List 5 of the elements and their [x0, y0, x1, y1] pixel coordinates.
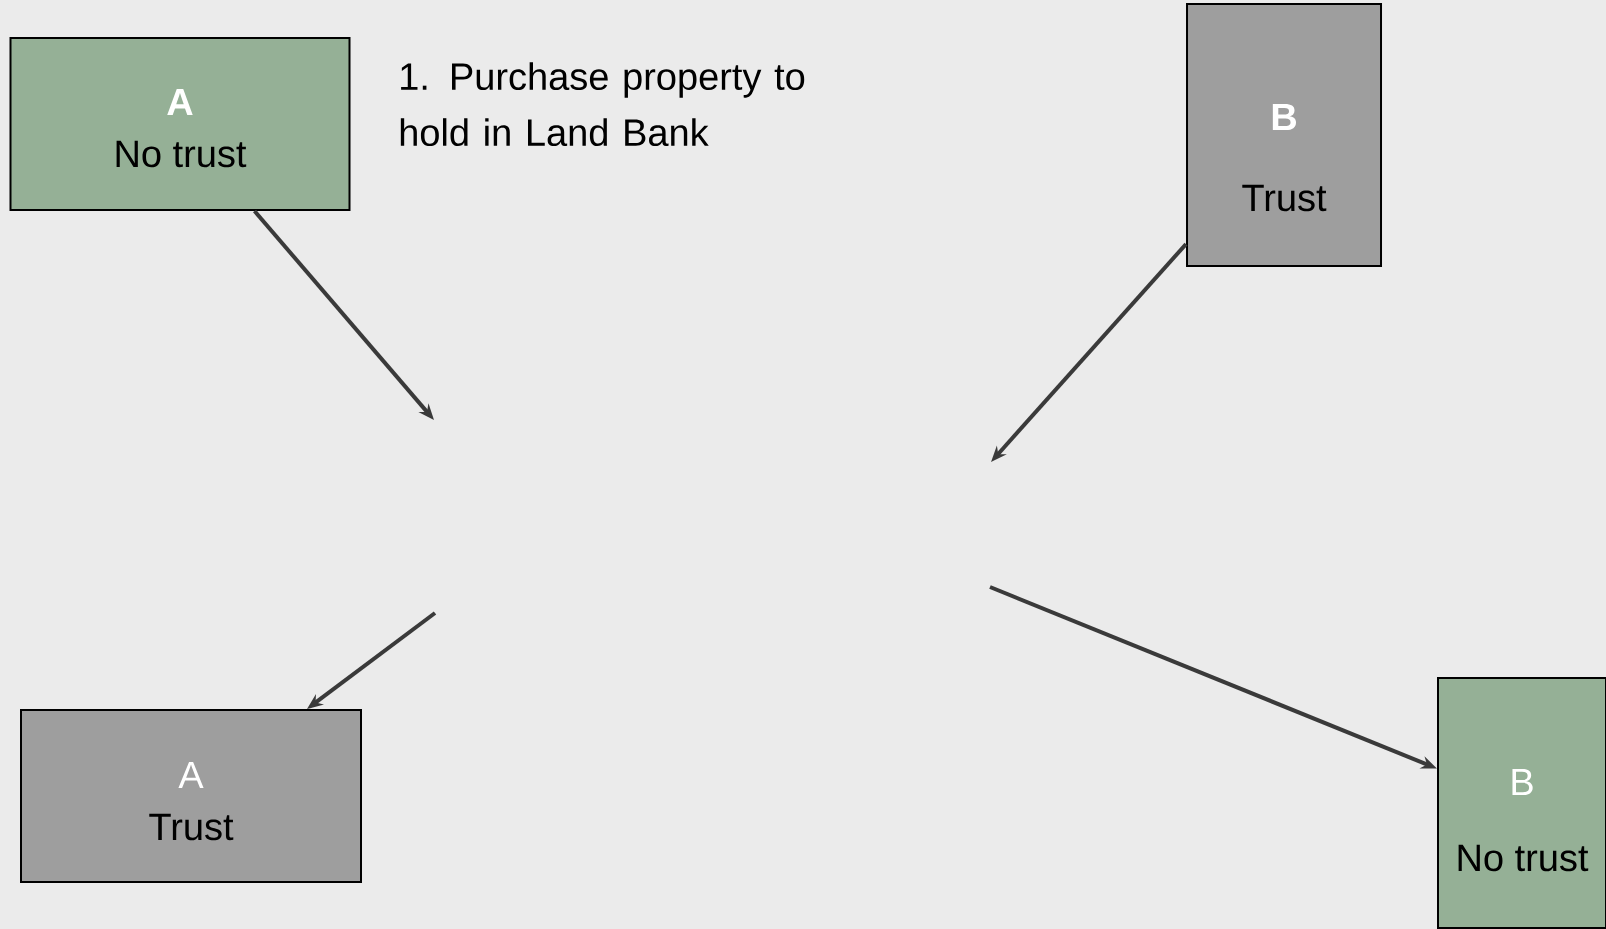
text-box: A Trust [20, 709, 362, 883]
text-box: B No trust [1437, 677, 1606, 929]
text-box: B Trust [1186, 3, 1382, 267]
step-note: 1. Purchase property to hold in Land Bank [400, 62, 805, 147]
text-box: A No trust [9, 37, 351, 211]
